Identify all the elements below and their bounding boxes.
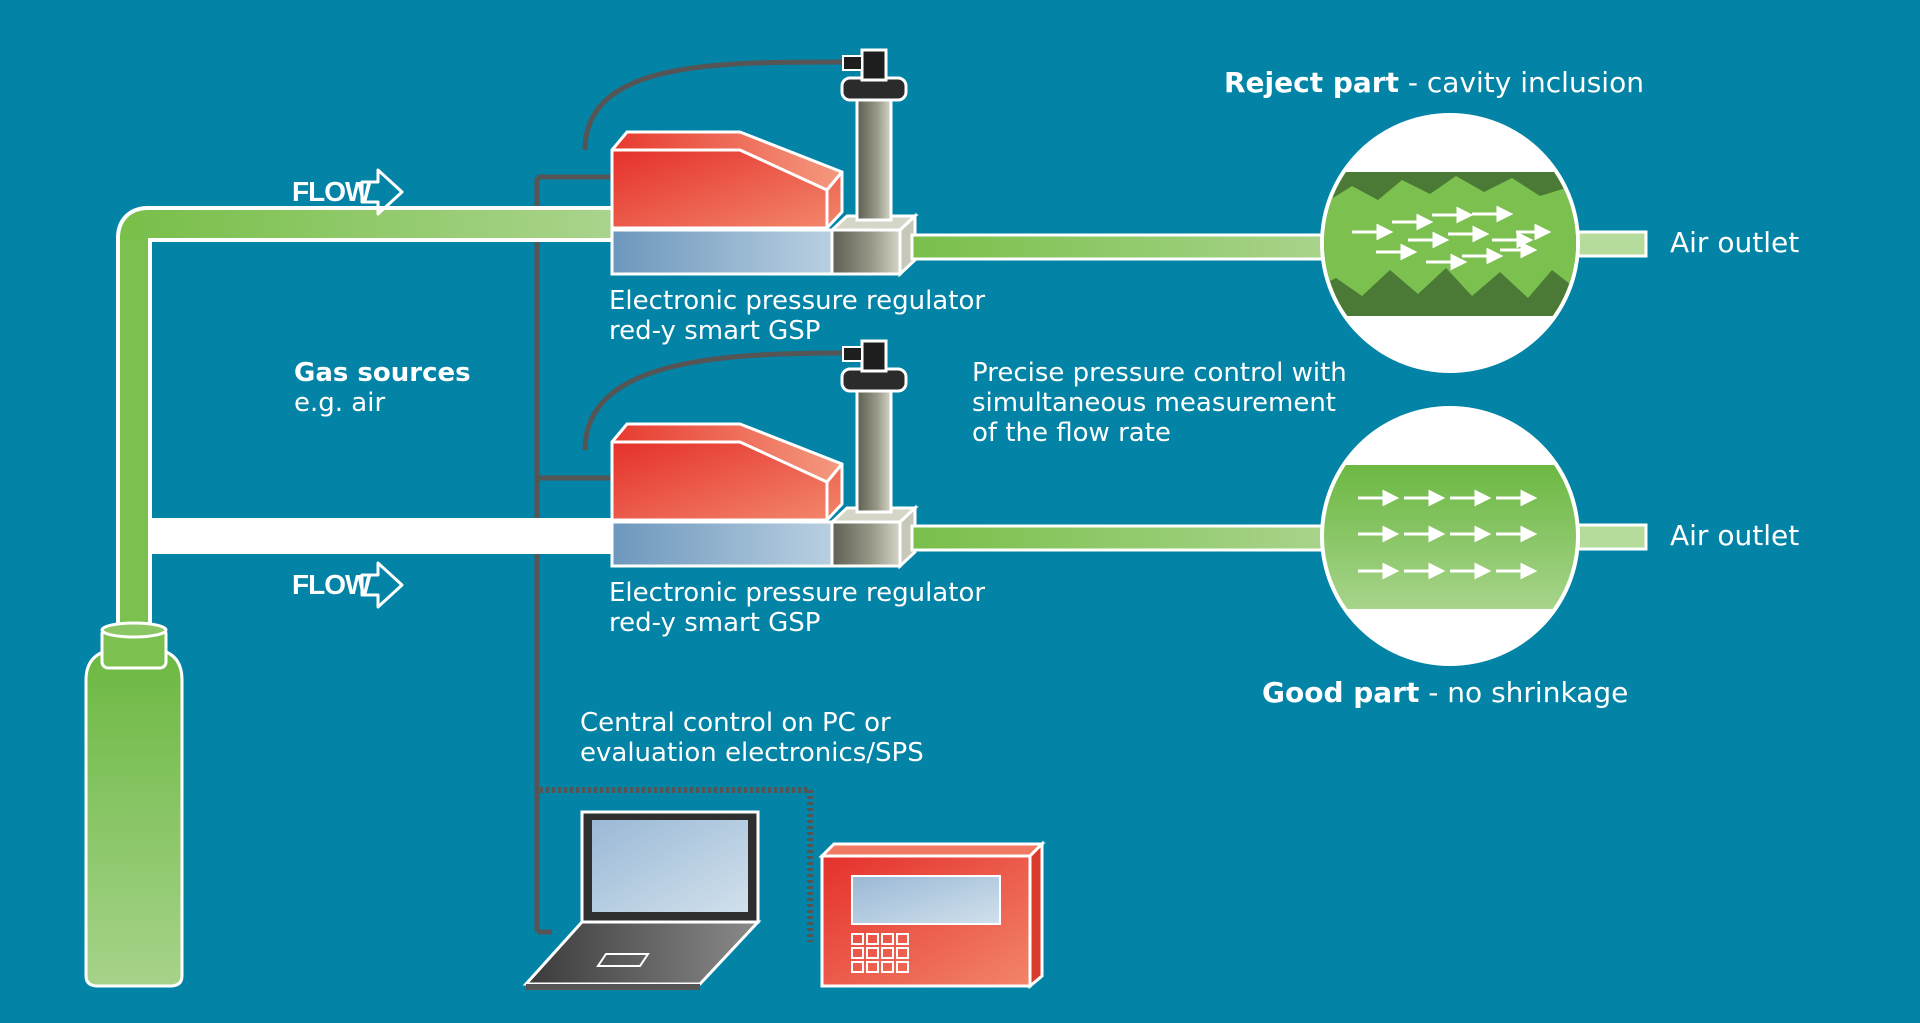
flow-arrow-top-icon — [360, 168, 404, 216]
pressure-regulator-bottom — [610, 339, 919, 570]
flow-arrows-turbulent-icon — [1352, 205, 1552, 271]
flow-arrow-bottom-icon — [360, 561, 404, 609]
control-note-label: Precise pressure control with simultaneo… — [972, 358, 1347, 448]
outlet-pipes — [910, 230, 1648, 552]
regulator-bottom-line1: Electronic pressure regulator — [609, 578, 986, 608]
flow-label-top: FLOW — [292, 176, 371, 207]
control-note-line2: simultaneous measurement — [972, 388, 1336, 418]
good-part-rest: - no shrinkage — [1419, 676, 1629, 709]
gas-bottle — [84, 621, 184, 988]
reject-part-circle — [1320, 113, 1580, 373]
reject-part-bold: Reject part — [1224, 66, 1399, 99]
laptop-icon — [522, 810, 762, 990]
good-part-bold: Good part — [1262, 676, 1420, 709]
flow-arrows-laminar-icon — [1358, 489, 1538, 580]
control-note-line3: of the flow rate — [972, 418, 1171, 448]
central-control-line1: Central control on PC or — [580, 708, 891, 738]
gas-sources-label: Gas sources e.g. air — [294, 358, 471, 418]
central-control-line2: evaluation electronics/SPS — [580, 738, 924, 768]
air-outlet-bottom-label: Air outlet — [1670, 519, 1800, 552]
air-outlet-top-label: Air outlet — [1670, 226, 1800, 259]
flow-label-bottom: FLOW — [292, 569, 371, 600]
central-control-label: Central control on PC or evaluation elec… — [580, 708, 924, 768]
gas-sources-subtitle: e.g. air — [294, 388, 386, 418]
dotted-cable — [540, 787, 813, 942]
good-part-circle — [1320, 406, 1580, 666]
gas-sources-title: Gas sources — [294, 358, 471, 388]
evaluation-electronics-icon — [818, 840, 1046, 990]
pressure-regulator-top — [610, 48, 919, 278]
control-note-line1: Precise pressure control with — [972, 358, 1347, 388]
regulator-top-line2: red-y smart GSP — [609, 316, 821, 346]
control-cable — [534, 59, 846, 935]
good-part-label: Good part - no shrinkage — [1262, 678, 1628, 708]
regulator-top-label: Electronic pressure regulator red-y smar… — [609, 286, 985, 346]
regulator-bottom-line2: red-y smart GSP — [609, 608, 821, 638]
reject-part-label: Reject part - cavity inclusion — [1224, 68, 1644, 98]
reject-part-rest: - cavity inclusion — [1399, 66, 1644, 99]
regulator-top-line1: Electronic pressure regulator — [609, 286, 986, 316]
regulator-bottom-label: Electronic pressure regulator red-y smar… — [609, 578, 985, 638]
gas-pipe-network — [116, 206, 612, 626]
